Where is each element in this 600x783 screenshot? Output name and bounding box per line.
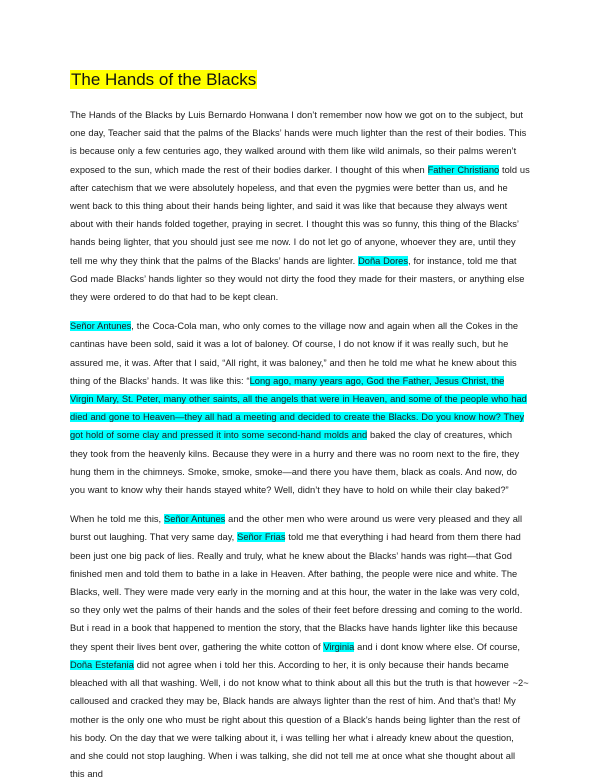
text-run: , the Coca-Cola man, who only comes to t… <box>70 321 519 386</box>
text-run: and i dont know where else. Of course, <box>354 641 520 652</box>
text-run: did not agree when i told her this. Acco… <box>70 659 529 780</box>
highlighted-text: Señor Frias <box>237 532 286 543</box>
text-run: told us after catechism that we were abs… <box>70 164 530 266</box>
text-run: When he told me this, <box>70 514 164 525</box>
highlighted-text: Virginia <box>323 641 355 652</box>
highlighted-text: Father Christiano <box>427 164 500 175</box>
document-body: The Hands of the Blacks by Luis Bernardo… <box>70 106 530 783</box>
title-highlight: The Hands of the Blacks <box>70 70 258 89</box>
text-run: , for instance, told me that God made Bl… <box>70 255 525 303</box>
text-run: baked the clay of creatures, which they … <box>70 430 520 496</box>
text-run: told me that everything i had heard from… <box>70 532 523 652</box>
highlighted-text: Señor Antunes <box>70 321 132 332</box>
paragraph: Señor Antunes, the Coca-Cola man, who on… <box>70 317 530 499</box>
text-run: and the other men who were around us wer… <box>70 514 523 543</box>
highlighted-text: Señor Antunes <box>164 514 226 525</box>
paragraph: When he told me this, Señor Antunes and … <box>70 510 530 783</box>
text-run: The Hands of the Blacks by Luis Bernardo… <box>70 110 527 175</box>
document-title: The Hands of the Blacks <box>70 68 530 92</box>
highlighted-text: Doña Estefania <box>70 659 134 670</box>
paragraph: The Hands of the Blacks by Luis Bernardo… <box>70 106 530 306</box>
highlighted-text: Doña Dores <box>358 255 408 266</box>
